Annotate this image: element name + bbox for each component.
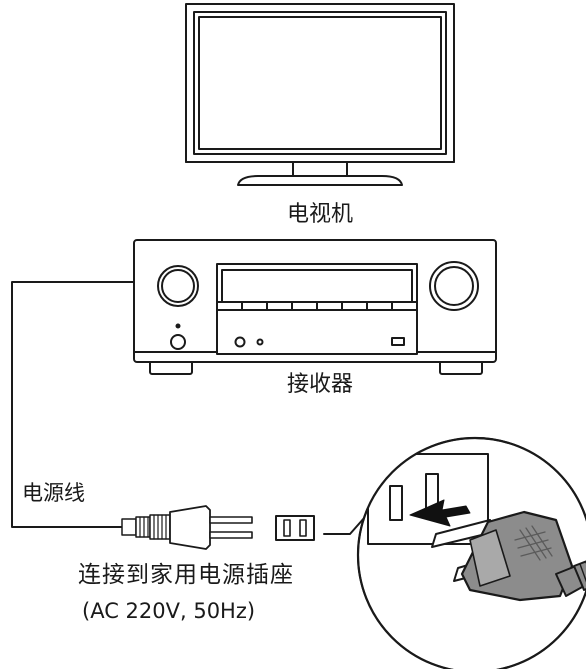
power-cord-label: 电源线 — [22, 481, 85, 505]
television-icon — [185, 3, 455, 186]
power-button-icon — [170, 334, 186, 350]
insert-arrow-icon — [409, 499, 471, 527]
power-cord-line — [11, 281, 135, 528]
magnified-view — [356, 436, 586, 669]
receiver-label: 接收器 — [286, 372, 354, 397]
tv-label: 电视机 — [286, 202, 354, 227]
power-plug-icon — [117, 505, 253, 550]
wall-outlet-icon — [275, 499, 381, 541]
outlet-instruction-label: 连接到家用电源插座 — [78, 562, 294, 588]
power-rating-label: (AC 220V, 50Hz) — [82, 599, 256, 623]
av-receiver-icon — [133, 239, 497, 375]
